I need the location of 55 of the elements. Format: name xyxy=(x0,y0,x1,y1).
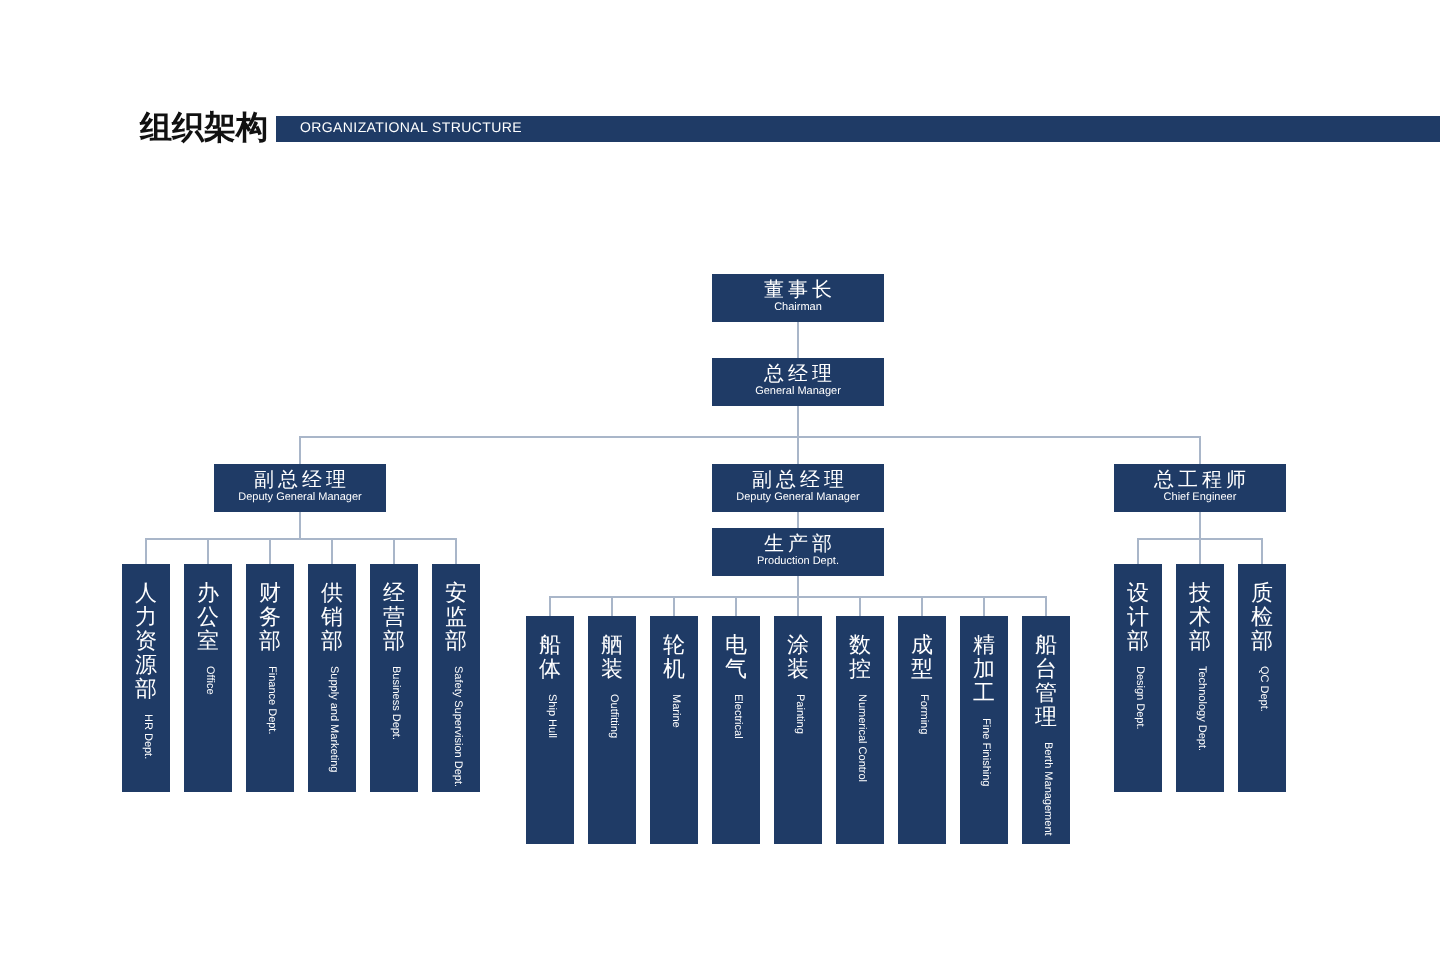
chinese-title: 设计部 xyxy=(1127,582,1149,655)
position-box xyxy=(214,464,386,512)
chinese-title: 质检部 xyxy=(1251,582,1273,655)
department-box xyxy=(1176,564,1224,792)
chinese-title: 生产部 xyxy=(762,534,836,556)
department-box xyxy=(960,616,1008,844)
chinese-title: 船台管理 xyxy=(1035,634,1057,731)
position-box xyxy=(712,274,884,322)
chinese-title: 副总经理 xyxy=(750,470,848,492)
chinese-title: 涂装 xyxy=(787,634,809,683)
connector-line xyxy=(299,511,457,565)
department-box xyxy=(370,564,418,792)
page-title: 组织架构 xyxy=(140,108,268,148)
department-box xyxy=(526,616,574,844)
chinese-title: 董事长 xyxy=(762,280,836,302)
department-box xyxy=(432,564,480,792)
position-box xyxy=(712,464,884,512)
position-box xyxy=(712,528,884,576)
chinese-title: 舾装 xyxy=(601,634,623,683)
chinese-title: 经营部 xyxy=(383,582,405,655)
chinese-title: 电气 xyxy=(725,634,747,683)
chinese-title: 成型 xyxy=(911,634,933,683)
chinese-title: 总工程师 xyxy=(1152,470,1250,492)
connector-line xyxy=(797,511,799,529)
chinese-title: 轮机 xyxy=(663,634,685,683)
chinese-title: 船体 xyxy=(539,634,561,683)
chinese-title: 精加工 xyxy=(973,634,995,707)
department-box xyxy=(588,616,636,844)
connector-line xyxy=(797,405,1201,465)
department-box xyxy=(836,616,884,844)
connector-line xyxy=(797,321,799,359)
department-box xyxy=(712,616,760,844)
department-box xyxy=(1238,564,1286,792)
department-box xyxy=(650,616,698,844)
chinese-title: 总经理 xyxy=(762,364,836,386)
connector-line xyxy=(1199,511,1263,565)
chinese-title: 副总经理 xyxy=(252,470,350,492)
connector-line xyxy=(797,575,1047,617)
department-box xyxy=(1114,564,1162,792)
chinese-title: 数控 xyxy=(849,634,871,683)
chinese-title: 安监部 xyxy=(445,582,467,655)
chinese-title: 人力资源部 xyxy=(135,582,157,703)
position-box xyxy=(1114,464,1286,512)
chinese-title: 供销部 xyxy=(321,582,343,655)
department-box xyxy=(898,616,946,844)
chinese-title: 办公室 xyxy=(197,582,219,655)
position-box xyxy=(712,358,884,406)
department-box xyxy=(308,564,356,792)
department-box xyxy=(1022,616,1070,844)
department-box xyxy=(246,564,294,792)
department-box xyxy=(184,564,232,792)
department-box xyxy=(774,616,822,844)
chinese-title: 财务部 xyxy=(259,582,281,655)
department-box xyxy=(122,564,170,792)
chinese-title: 技术部 xyxy=(1189,582,1211,655)
